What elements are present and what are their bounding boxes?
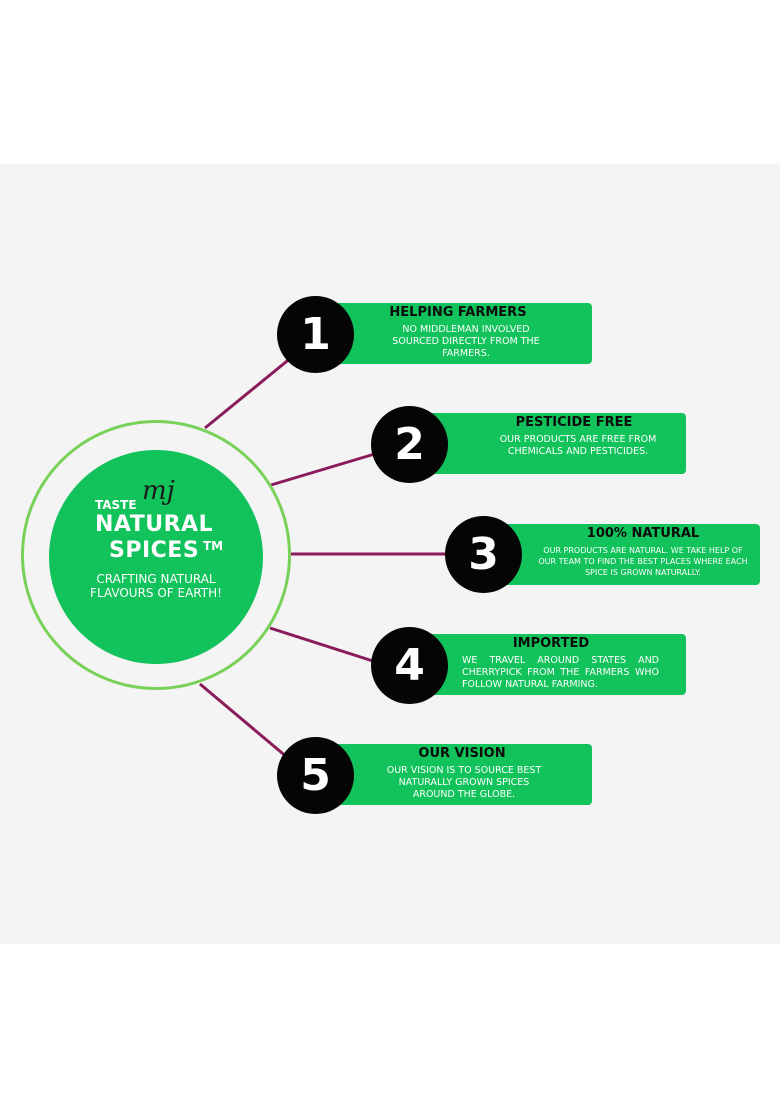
brand-name-line2: SPICES <box>109 538 200 563</box>
feature-body: OUR PRODUCTS ARE NATURAL. WE TAKE HELP O… <box>538 546 748 577</box>
feature-body: WE TRAVEL AROUND STATES AND CHERRYPICK F… <box>462 655 659 690</box>
connector-5 <box>199 682 289 760</box>
feature-title: PESTICIDE FREE <box>515 415 633 430</box>
feature-card-2: PESTICIDE FREE OUR PRODUCTS ARE FREE FRO… <box>412 413 686 474</box>
trademark-mark: TM <box>203 539 224 553</box>
feature-card-1: HELPING FARMERS NO MIDDLEMAN INVOLVED SO… <box>318 303 592 364</box>
brand-name-line1: NATURAL <box>95 512 214 537</box>
feature-card-5: OUR VISION OUR VISION IS TO SOURCE BEST … <box>318 744 592 805</box>
feature-card-4: IMPORTED WE TRAVEL AROUND STATES AND CHE… <box>412 634 686 695</box>
feature-body: NO MIDDLEMAN INVOLVED SOURCED DIRECTLY F… <box>392 324 540 359</box>
hub-tagline: CRAFTING NATURAL FLAVOURS OF EARTH! <box>90 572 222 600</box>
step-badge-3: 3 <box>445 516 522 593</box>
feature-title: HELPING FARMERS <box>389 305 527 320</box>
feature-title: 100% NATURAL <box>586 526 700 541</box>
feature-body: OUR VISION IS TO SOURCE BEST NATURALLY G… <box>386 765 542 800</box>
feature-title: IMPORTED <box>512 636 590 651</box>
brand-hub: TASTE mj NATURAL SPICES TM CRAFTING NATU… <box>49 450 263 664</box>
step-badge-5: 5 <box>277 737 354 814</box>
brand-script-mark: mj <box>142 476 175 506</box>
feature-card-3: 100% NATURAL OUR PRODUCTS ARE NATURAL. W… <box>486 524 760 585</box>
hub-taste-label: TASTE <box>95 498 137 512</box>
feature-title: OUR VISION <box>418 746 506 761</box>
connector-2 <box>270 451 379 487</box>
step-badge-4: 4 <box>371 627 448 704</box>
step-badge-2: 2 <box>371 406 448 483</box>
feature-body: OUR PRODUCTS ARE FREE FROM CHEMICALS AND… <box>499 434 657 457</box>
connector-1 <box>204 355 293 430</box>
connector-4 <box>269 626 377 664</box>
step-badge-1: 1 <box>277 296 354 373</box>
